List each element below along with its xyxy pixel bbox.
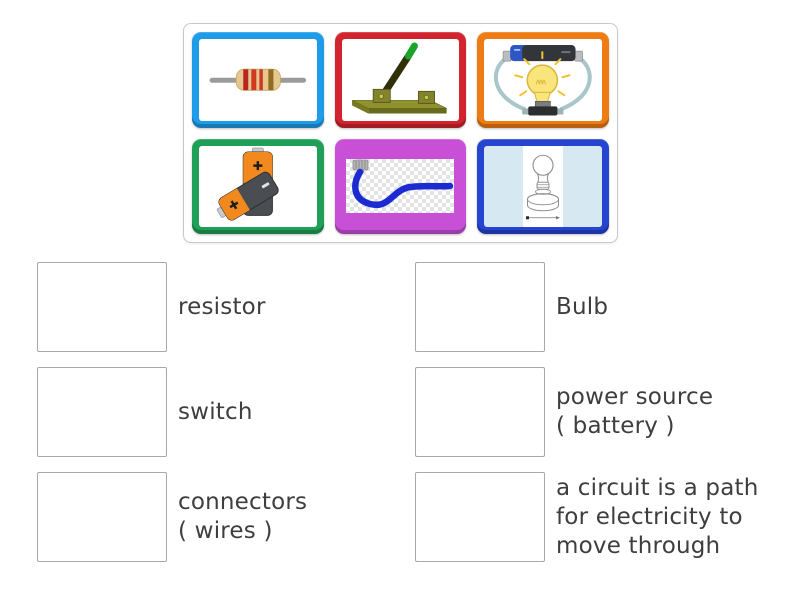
label-switch: switch: [178, 398, 253, 425]
label-connectors: connectors ( wires ): [178, 489, 308, 544]
tile-batteries[interactable]: [192, 138, 324, 234]
match-row: a circuit is a path for electricity to m…: [415, 472, 759, 562]
resistor-illustration: [199, 39, 317, 121]
bulb-drawing-illustration: [484, 145, 602, 227]
match-row: Bulb: [415, 262, 608, 352]
tile-bulb-circuit[interactable]: [477, 32, 609, 128]
tile-switch[interactable]: [334, 32, 467, 128]
drop-zone-circuit-definition[interactable]: [415, 472, 545, 562]
tile-resistor[interactable]: [192, 32, 324, 128]
match-row: power source ( battery ): [415, 367, 713, 457]
wire-illustration: [342, 146, 460, 228]
match-row: resistor: [37, 262, 266, 352]
label-bulb: Bulb: [556, 293, 609, 320]
bulb-circuit-illustration: [484, 39, 602, 121]
label-resistor: resistor: [178, 293, 266, 320]
switch-illustration: [341, 39, 460, 121]
image-tiles-panel: [183, 23, 618, 243]
batteries-illustration: [199, 145, 317, 227]
drop-zone-connectors[interactable]: [37, 472, 167, 562]
label-power-source: power source ( battery ): [556, 384, 714, 439]
drop-zone-bulb[interactable]: [415, 262, 545, 352]
match-row: connectors ( wires ): [37, 472, 307, 562]
bulb-drawing-strip: [523, 145, 564, 227]
wire-image-strip: [346, 159, 455, 214]
drop-zone-switch[interactable]: [37, 367, 167, 457]
drop-zone-resistor[interactable]: [37, 262, 167, 352]
drop-zone-power-source[interactable]: [415, 367, 545, 457]
tile-wire[interactable]: [334, 138, 467, 234]
match-row: switch: [37, 367, 253, 457]
tile-bulb-drawing[interactable]: [477, 138, 609, 234]
label-circuit-definition: a circuit is a path for electricity to m…: [556, 474, 759, 559]
